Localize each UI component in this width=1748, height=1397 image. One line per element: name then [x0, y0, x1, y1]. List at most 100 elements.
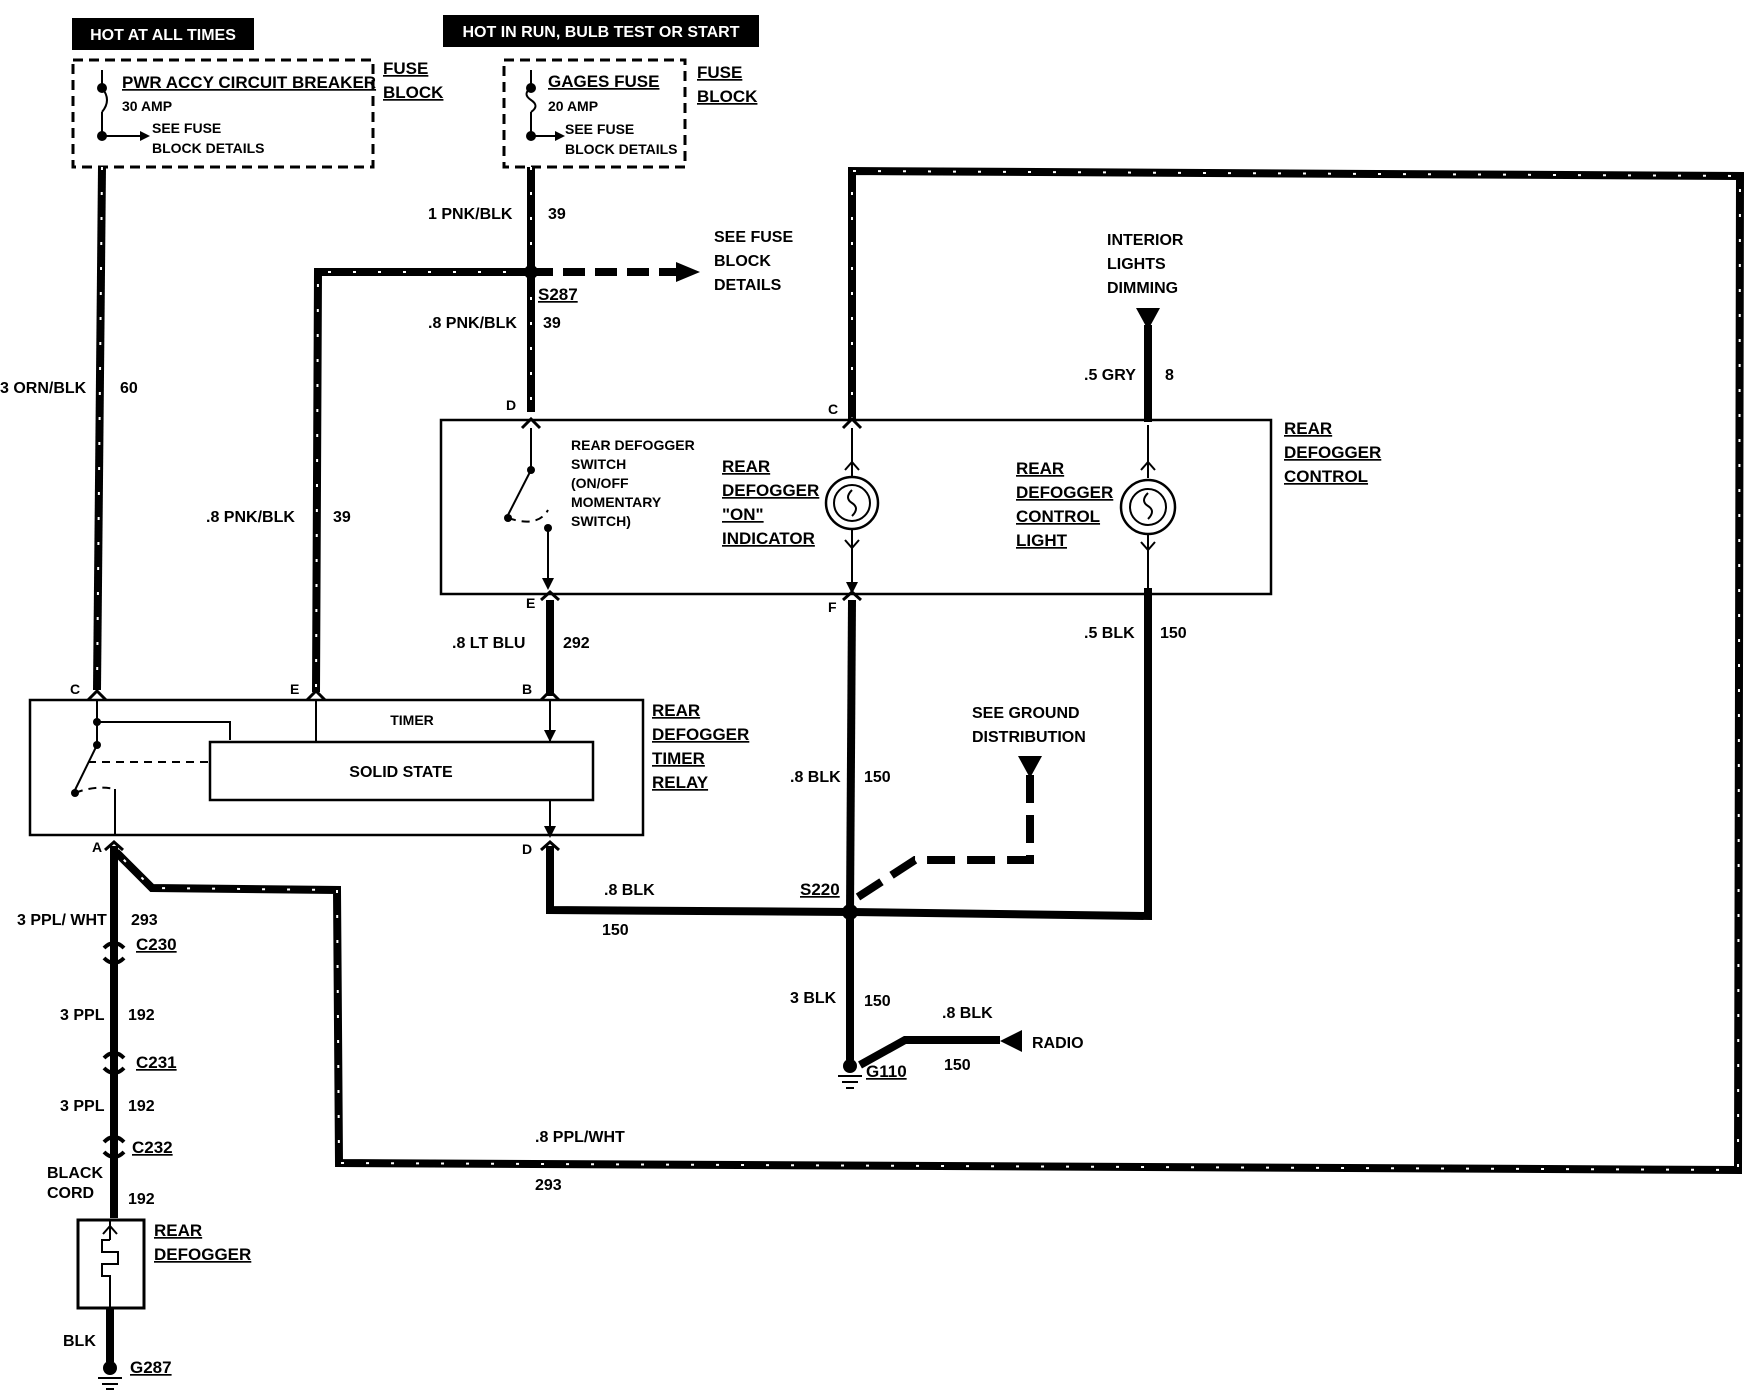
fuse-left-name: PWR ACCY CIRCUIT BREAKER	[122, 73, 376, 92]
conn-s220: S220	[800, 880, 840, 899]
see-fuse-l1: SEE FUSE	[714, 229, 793, 246]
ctrl-pin-c: C	[828, 401, 838, 417]
w14-gauge: 3 BLK	[790, 990, 837, 1007]
w16-gauge: .8 PPL/WHT	[535, 1129, 625, 1146]
ctrl-title-l3: CONTROL	[1284, 467, 1368, 486]
w5-gauge: .5 GRY	[1084, 367, 1136, 384]
relay-title-l4: RELAY	[652, 773, 709, 792]
splice-s287	[524, 265, 538, 279]
ctrl-on-l4: INDICATOR	[722, 529, 815, 548]
ground-g110	[838, 1059, 862, 1089]
w8-gauge: .8 BLK	[790, 769, 841, 786]
w3-gauge: 3 ORN/BLK	[0, 380, 87, 397]
relay-pin-c: C	[70, 681, 80, 697]
wire-pnk-blk-39-relay	[312, 268, 531, 693]
interior-lights-l1: INTERIOR	[1107, 232, 1184, 249]
fuse-right-rating: 20 AMP	[548, 98, 598, 114]
fuse-left-see2: BLOCK DETAILS	[152, 140, 265, 156]
ctrl-pin-f: F	[828, 599, 837, 615]
ctrl-pin-e-mark	[540, 589, 560, 602]
see-ground-l1: SEE GROUND	[972, 705, 1080, 722]
relay-title-l2: DEFOGGER	[652, 725, 749, 744]
w1-num: 39	[548, 206, 566, 223]
ground-dist-arrow	[1018, 756, 1042, 778]
interior-lights-arrow	[1136, 308, 1160, 330]
wire-orn-blk-60	[93, 166, 106, 691]
wire-blk-150-radio	[858, 1036, 1000, 1069]
relay-pin-d: D	[522, 841, 532, 857]
w12-num: 192	[128, 1098, 155, 1115]
rear-defogger-element	[76, 1218, 146, 1310]
wire-ppl-wht-293-loop	[113, 166, 1745, 1175]
rear-defogger-l1: REAR	[154, 1221, 202, 1240]
w2-gauge: .8 PNK/BLK	[428, 315, 517, 332]
ctrl-pin-e: E	[526, 595, 535, 611]
ctrl-light-l1: REAR	[1016, 459, 1064, 478]
w14-num: 150	[864, 993, 891, 1010]
relay-solid-state-label: SOLID STATE	[349, 764, 453, 781]
w12-gauge: 3 PPL	[60, 1098, 105, 1115]
fuse-right-block2: BLOCK	[697, 87, 758, 106]
relay-pin-a-mark	[104, 839, 124, 852]
w9-gauge: .8 BLK	[604, 882, 655, 899]
fuse-left-block2: BLOCK	[383, 83, 444, 102]
radio-label: RADIO	[1032, 1035, 1084, 1052]
ctrl-switch-l3: (ON/OFF	[571, 475, 629, 491]
interior-lights-l3: DIMMING	[1107, 280, 1178, 297]
w13-num: 192	[128, 1191, 155, 1208]
header-hot-in-run-text: HOT IN RUN, BULB TEST OR START	[462, 24, 739, 41]
fuse-right-see1: SEE FUSE	[565, 121, 634, 137]
splice-s220	[842, 904, 858, 920]
w16-num: 293	[535, 1177, 562, 1194]
timer-relay: TIMER SOLID STATE	[28, 688, 645, 838]
w3-num: 60	[120, 380, 138, 397]
relay-timer-label: TIMER	[390, 712, 434, 728]
w2-num: 39	[543, 315, 561, 332]
conn-c230: C230	[136, 935, 177, 954]
conn-c231: C231	[136, 1053, 177, 1072]
w13-gauge1: BLACK	[47, 1165, 103, 1182]
relay-pin-e: E	[290, 681, 299, 697]
conn-g287: G287	[130, 1358, 172, 1377]
fuse-block-left: PWR ACCY CIRCUIT BREAKER 30 AMP SEE FUSE…	[71, 58, 444, 169]
ctrl-switch-l1: REAR DEFOGGER	[571, 437, 695, 453]
fuse-right-see2: BLOCK DETAILS	[565, 141, 678, 157]
fuse-right-block1: FUSE	[697, 63, 742, 82]
wire-ground-distribution	[855, 765, 1034, 901]
interior-lights-l2: LIGHTS	[1107, 256, 1166, 273]
w1-gauge: 1 PNK/BLK	[428, 206, 513, 223]
w11-gauge: 3 PPL	[60, 1007, 105, 1024]
w5-num: 8	[1165, 367, 1174, 384]
see-fuse-l2: BLOCK	[714, 253, 771, 270]
ctrl-title-l2: DEFOGGER	[1284, 443, 1381, 462]
w7-num: 150	[1160, 625, 1187, 642]
w15-gauge: .8 BLK	[942, 1005, 993, 1022]
conn-s287: S287	[538, 285, 578, 304]
ctrl-pin-f-mark	[842, 589, 862, 602]
ground-g287	[98, 1361, 122, 1390]
rear-defogger-control: REAR DEFOGGER SWITCH (ON/OFF MOMENTARY S…	[439, 416, 1273, 596]
w10-num: 293	[131, 912, 158, 929]
connector-c230	[102, 941, 126, 965]
ctrl-light-l3: CONTROL	[1016, 507, 1100, 526]
fuse-left-rating: 30 AMP	[122, 98, 172, 114]
wire-blk-150-relay	[546, 846, 851, 916]
ctrl-switch-l5: SWITCH)	[571, 513, 631, 529]
ctrl-title-l1: REAR	[1284, 419, 1332, 438]
header-hot-in-run: HOT IN RUN, BULB TEST OR START	[443, 15, 759, 47]
fuse-left-see1: SEE FUSE	[152, 120, 221, 136]
w10-gauge: 3 PPL/ WHT	[17, 912, 107, 929]
ctrl-on-l3: "ON"	[722, 505, 764, 524]
w17-gauge: BLK	[63, 1333, 96, 1350]
w11-num: 192	[128, 1007, 155, 1024]
fuse-right-name: GAGES FUSE	[548, 72, 659, 91]
w7-gauge: .5 BLK	[1084, 625, 1135, 642]
w6-gauge: .8 LT BLU	[452, 635, 525, 652]
see-ground-l2: DISTRIBUTION	[972, 729, 1086, 746]
ctrl-light-l4: LIGHT	[1016, 531, 1068, 550]
rear-defogger-l2: DEFOGGER	[154, 1245, 251, 1264]
header-hot-at-all-times: HOT AT ALL TIMES	[72, 18, 254, 50]
ctrl-on-l2: DEFOGGER	[722, 481, 819, 500]
ctrl-switch-l4: MOMENTARY	[571, 494, 662, 510]
